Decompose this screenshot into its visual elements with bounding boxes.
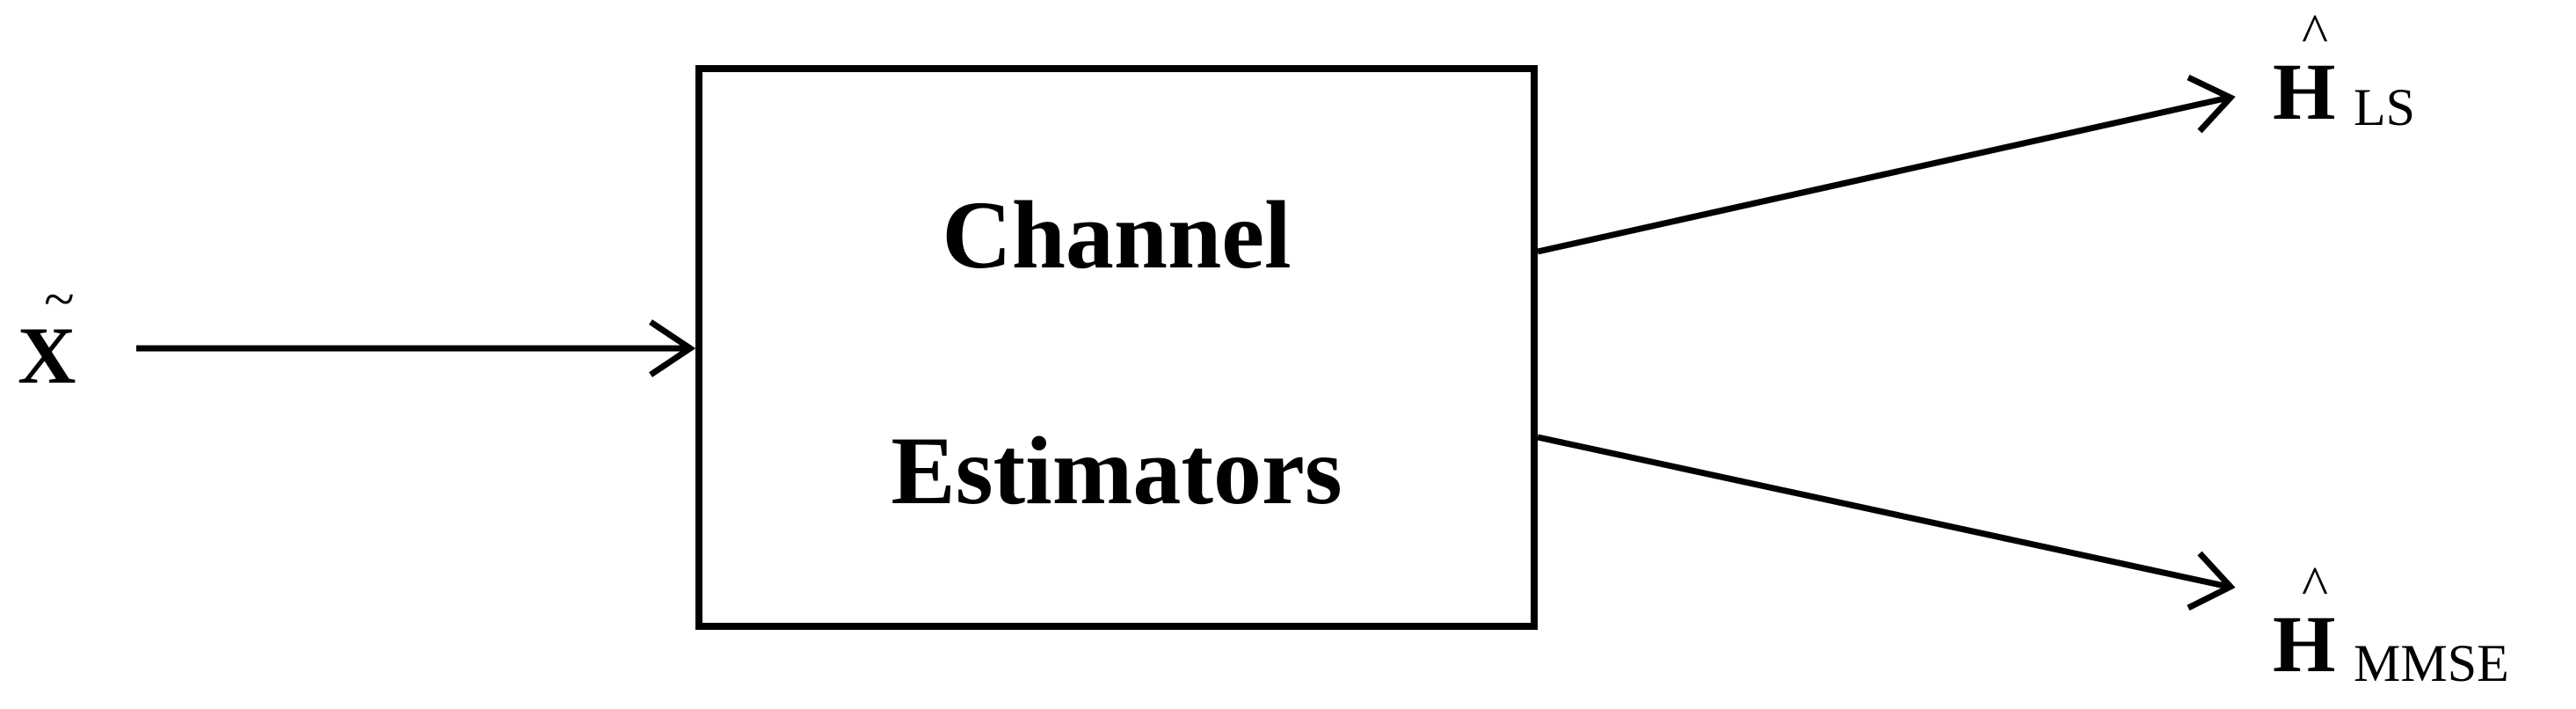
output-mmse-subscript: MMSE [2354, 634, 2509, 692]
tilde-accent: ~ [44, 267, 75, 330]
output-ls-symbol: H [2273, 47, 2336, 136]
output-label-mmse: ^ H MMSE [2273, 554, 2572, 693]
output-label-ls: ^ H LS [2273, 5, 2536, 136]
input-symbol: ~ X [18, 271, 106, 405]
output-arrow-mmse [1537, 434, 2236, 611]
hat-accent: ^ [2302, 554, 2329, 617]
input-arrow [136, 319, 696, 377]
output-arrow-ls [1537, 74, 2236, 255]
channel-estimator-block [695, 65, 1538, 630]
block-title-line2: Estimators [891, 417, 1343, 524]
output-ls-subscript: LS [2354, 78, 2416, 136]
block-title-line1: Channel [942, 181, 1292, 289]
output-mmse-symbol: H [2273, 599, 2336, 689]
input-symbol-letter: X [18, 311, 76, 400]
hat-accent: ^ [2302, 2, 2329, 64]
